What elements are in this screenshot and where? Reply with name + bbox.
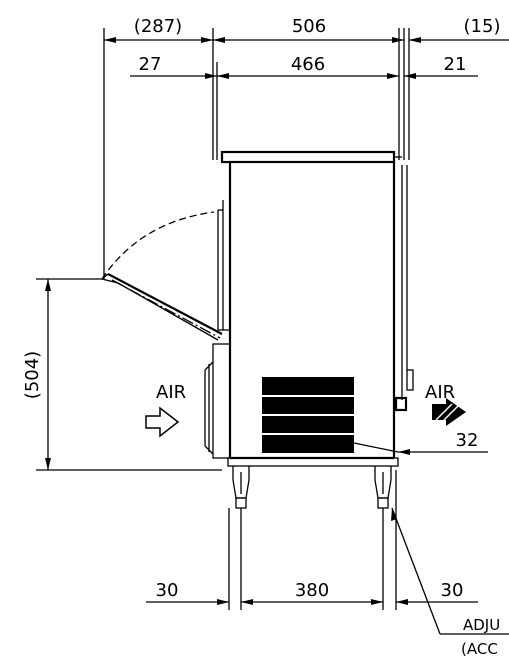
base-frame bbox=[227, 457, 399, 467]
air-intake-label: AIR bbox=[156, 382, 186, 403]
dim-label-overall-depth: 506 bbox=[292, 16, 326, 37]
arrowhead bbox=[371, 599, 383, 605]
arrowhead bbox=[201, 37, 213, 43]
top-dimension-group: (287) 506 (15) 27 466 21 bbox=[103, 16, 509, 280]
arrowhead bbox=[396, 599, 408, 605]
adjuster-callout: ADJU (ACC bbox=[391, 507, 509, 658]
door-panel-inner bbox=[117, 282, 219, 341]
arrowhead bbox=[45, 279, 51, 291]
rear-leg-foot bbox=[377, 497, 389, 509]
dim-label-door-height: (504) bbox=[22, 351, 43, 399]
arrowhead bbox=[409, 37, 421, 43]
cabinet-body bbox=[217, 150, 414, 467]
door-swing-arc bbox=[101, 211, 215, 280]
arrowhead bbox=[213, 37, 225, 43]
air-intake-arrow-icon bbox=[145, 406, 180, 438]
arrowhead bbox=[241, 599, 253, 605]
arrowhead bbox=[387, 73, 399, 79]
front-condenser-panel bbox=[204, 343, 231, 459]
rear-fitting bbox=[394, 396, 408, 412]
rear-vent-grille bbox=[262, 377, 354, 453]
callout-text-line2: (ACC bbox=[461, 640, 498, 658]
top-lid bbox=[220, 150, 396, 164]
arrowhead bbox=[217, 73, 229, 79]
door-tip-edge bbox=[101, 278, 119, 284]
arrowhead bbox=[398, 449, 410, 455]
exhaust-hatch bbox=[443, 405, 459, 421]
door-tip bbox=[101, 273, 109, 280]
front-leg-foot bbox=[235, 497, 247, 509]
callout-leader bbox=[391, 507, 441, 635]
dim-label-rear-leg-offset: 30 bbox=[441, 580, 464, 601]
louver-top bbox=[204, 361, 214, 371]
arrowhead bbox=[391, 508, 397, 521]
exhaust-hatch bbox=[435, 403, 453, 421]
door-panel-outer bbox=[107, 273, 223, 335]
open-door bbox=[101, 211, 223, 341]
airflow-group: AIR AIR bbox=[145, 382, 466, 438]
dim-label-rear-offset: 21 bbox=[444, 54, 467, 75]
dim-label-leg-span: 380 bbox=[295, 580, 329, 601]
legs-group bbox=[232, 466, 392, 509]
louver-bottom bbox=[204, 445, 214, 455]
dim-label-rear-clearance: (15) bbox=[464, 16, 501, 37]
dim-label-door-swing: (287) bbox=[134, 16, 182, 37]
arrowhead bbox=[217, 599, 229, 605]
dim-label-vent-offset: 32 bbox=[456, 430, 479, 451]
dim-label-front-leg-offset: 30 bbox=[156, 580, 179, 601]
rear-bracket bbox=[406, 369, 414, 391]
callout-text-line1: ADJU bbox=[463, 616, 500, 634]
vent-offset-dimension: 32 bbox=[353, 430, 488, 455]
arrowhead bbox=[404, 73, 416, 79]
dim-label-body-depth: 466 bbox=[291, 54, 325, 75]
front-louver-frame bbox=[212, 343, 231, 459]
dim-label-front-offset: 27 bbox=[139, 54, 162, 75]
arrowhead bbox=[45, 458, 51, 470]
air-exhaust-label: AIR bbox=[425, 382, 455, 403]
air-exhaust-arrow-icon bbox=[432, 398, 466, 426]
bottom-dimension-group: 30 380 30 bbox=[146, 470, 478, 610]
arrowhead bbox=[104, 37, 116, 43]
leader-vent-offset bbox=[353, 442, 399, 453]
arrowhead bbox=[205, 73, 217, 79]
height-dimension-group: (504) bbox=[22, 278, 222, 471]
arrowhead bbox=[392, 37, 404, 43]
